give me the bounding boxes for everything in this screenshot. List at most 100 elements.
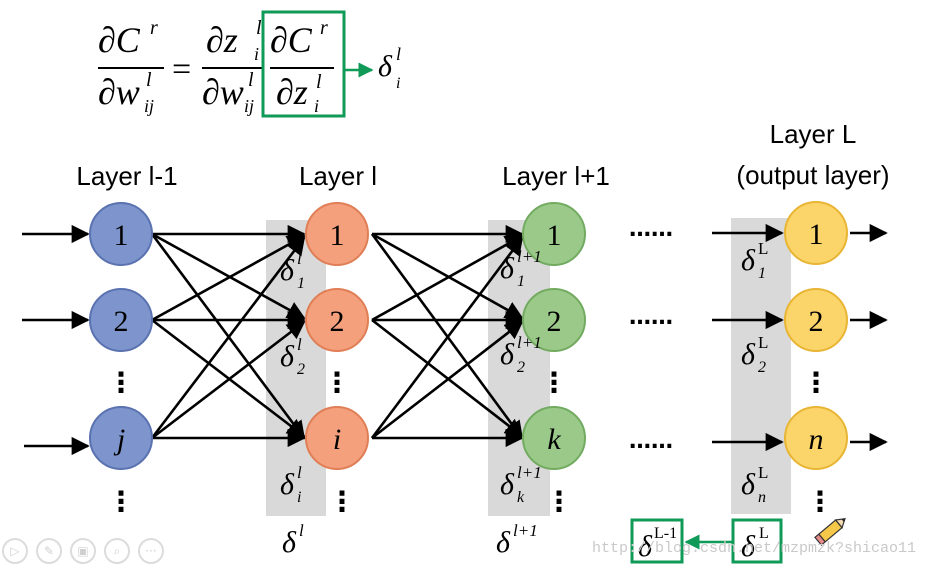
vdots-out-mid: ⋮ xyxy=(802,366,830,399)
node-prev-3 xyxy=(89,406,153,470)
delta-next-vector-sup: l+1 xyxy=(513,521,538,540)
node-cur-2 xyxy=(305,288,369,352)
delta-next-vector-symbol: δ xyxy=(496,526,511,559)
f1-den-sup: l xyxy=(248,69,254,91)
f1-num-sup: l xyxy=(256,17,262,39)
delta-next-3-symbol: δ xyxy=(500,468,515,501)
edge xyxy=(371,234,524,322)
f2-den-sub: i xyxy=(314,96,319,116)
node-label-next-2: 2 xyxy=(547,305,562,338)
node-next-3 xyxy=(522,406,586,470)
delta-cur-1-sup: l xyxy=(297,249,302,268)
node-label-out-3: n xyxy=(809,423,824,456)
delta-next-2-sup: l+1 xyxy=(517,333,542,352)
delta-next-1-sup: l+1 xyxy=(517,247,542,266)
f1-num-sub: i xyxy=(254,44,259,64)
input-arrows xyxy=(22,224,90,456)
f2-den-sup: l xyxy=(316,71,322,93)
f2-denominator: ∂z xyxy=(276,72,308,112)
node-label-cur-2: 2 xyxy=(330,305,345,338)
node-label-cur-1: 1 xyxy=(330,219,345,252)
backprop-indicator: δ L-1 δ L xyxy=(630,518,783,564)
layer-out-subtitle: (output layer) xyxy=(736,160,889,190)
edge xyxy=(371,318,524,438)
node-cur-3 xyxy=(305,406,369,470)
neuron-nodes: 1 2 j 1 2 i 1 2 k 1 2 n xyxy=(89,201,848,470)
watermark-url: http://blog.csdn.net/mzpmzk?shicao11 xyxy=(592,540,917,557)
delta-cur-vector-symbol: δ xyxy=(282,526,297,559)
layer-cur-title: Layer l xyxy=(299,161,377,191)
vdots-next-mid: ⋮ xyxy=(540,366,568,399)
connections-cur-to-next xyxy=(370,224,524,448)
edge xyxy=(371,320,524,440)
lhs-den-sub: ij xyxy=(144,96,154,116)
result-sub: i xyxy=(396,75,400,92)
delta-cur-2-symbol: δ xyxy=(280,340,295,373)
delta-L-box xyxy=(731,518,783,564)
lhs-den-sup: l xyxy=(146,69,152,91)
slideshow-toolbar: ▷ ✎ ▣ ⌕ ··· xyxy=(2,538,164,564)
node-label-prev-2: 2 xyxy=(114,305,129,338)
chain-rule-formula: ∂C r ∂w l ij = ∂z l i ∂w l ij ∂C r ∂z l … xyxy=(98,10,401,118)
node-label-out-2: 2 xyxy=(809,305,824,338)
delta-L-symbol: δ xyxy=(741,530,756,563)
edge xyxy=(151,232,306,320)
delta-next-3-sub: k xyxy=(517,489,525,506)
play-icon[interactable]: ▷ xyxy=(2,538,28,564)
horizontal-ellipses: …… …… …… xyxy=(629,217,673,454)
lhs-fraction: ∂C r ∂w l ij xyxy=(98,17,164,116)
delta-next-3-sup: l+1 xyxy=(517,463,542,482)
layer-prev-title: Layer l-1 xyxy=(76,161,177,191)
node-prev-1 xyxy=(89,202,153,266)
edge xyxy=(151,320,306,440)
layer-out-title: Layer L xyxy=(770,119,857,149)
pen-icon[interactable]: ✎ xyxy=(36,538,62,564)
delta-L-minus-1-symbol: δ xyxy=(638,530,653,563)
connections-prev-to-cur xyxy=(150,224,306,448)
delta-cur-1-symbol: δ xyxy=(280,254,295,287)
edge xyxy=(371,232,524,320)
vertical-ellipses: ⋮ ⋮ ⋮ ⋮ ⋮ ⋮ ⋮ ⋮ xyxy=(107,366,834,518)
rhs-fraction-2: ∂C r ∂z l i xyxy=(270,17,334,116)
vdots-prev-bottom: ⋮ xyxy=(107,485,135,518)
slides-icon[interactable]: ▣ xyxy=(70,538,96,564)
node-label-next-3: k xyxy=(547,423,561,456)
delta-definition-box xyxy=(261,10,346,118)
more-icon[interactable]: ··· xyxy=(138,538,164,564)
delta-out-2-symbol: δ xyxy=(741,338,756,371)
delta-band-out xyxy=(731,218,791,514)
node-label-out-1: 1 xyxy=(809,218,824,251)
lhs-num-sup: r xyxy=(150,17,158,39)
result-delta: δ xyxy=(378,50,393,83)
f2-num-sup: r xyxy=(320,17,328,39)
lhs-numerator: ∂C xyxy=(98,20,141,60)
node-label-cur-3: i xyxy=(333,423,341,456)
delta-cur-3-sup: l xyxy=(297,463,302,482)
delta-cur-1-sub: 1 xyxy=(297,275,305,292)
zoom-icon[interactable]: ⌕ xyxy=(104,538,130,564)
delta-next-1-sub: 1 xyxy=(517,273,525,290)
vdots-cur-bottom: ⋮ xyxy=(328,485,356,518)
vdots-cur-mid: ⋮ xyxy=(323,366,351,399)
f1-denominator: ∂w xyxy=(202,72,244,112)
node-out-2 xyxy=(784,288,848,352)
delta-next-2-symbol: δ xyxy=(500,338,515,371)
node-label-prev-3: j xyxy=(113,423,125,456)
layer-next-title: Layer l+1 xyxy=(502,161,610,191)
node-label-next-1: 1 xyxy=(547,219,562,252)
node-next-1 xyxy=(522,202,586,266)
delta-out-3-symbol: δ xyxy=(741,468,756,501)
delta-L-sup: L xyxy=(759,525,769,542)
vdots-prev-mid: ⋮ xyxy=(107,366,135,399)
edge xyxy=(370,236,524,439)
f2-numerator: ∂C xyxy=(270,20,313,60)
delta-cur-vector-sup: l xyxy=(299,521,304,540)
